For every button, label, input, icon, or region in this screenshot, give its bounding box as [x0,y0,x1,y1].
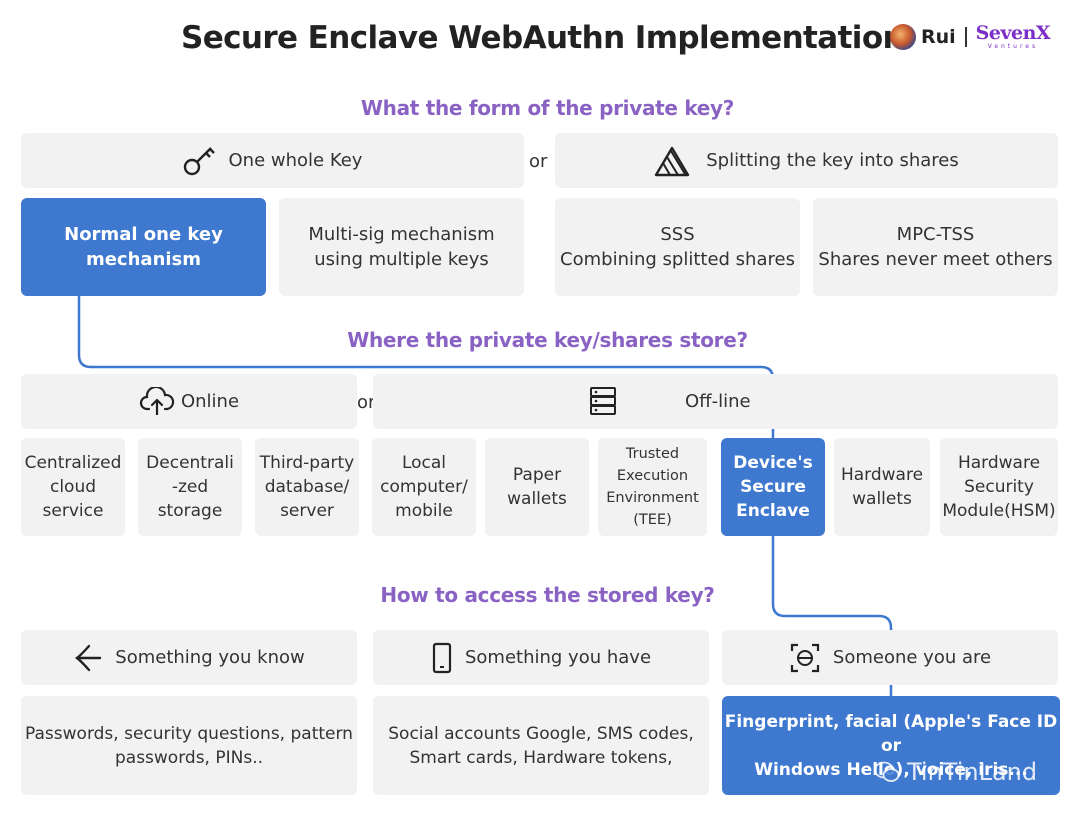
brand-logo: SevenX Ventures [975,22,1051,51]
option-line: Local [401,453,447,473]
brand-logo-subtext: Ventures [987,43,1039,50]
category-label: Splitting the key into shares [706,150,959,171]
option-line: Paper [512,465,562,485]
key-icon [183,145,219,177]
option-line: Multi-sig mechanism [308,224,495,245]
option-tee: Trusted Execution Environment (TEE) [598,438,707,536]
option-line: database/ [264,477,350,497]
category-something-you-have: Something you have [373,630,709,685]
option-normal-one-key: Normal one key mechanism [21,198,266,296]
category-one-whole-key: One whole Key [21,133,524,188]
phone-icon [431,642,453,674]
watermark: TinTinLand [873,758,1037,786]
category-label: Online [180,391,240,412]
option-line: -zed [171,477,209,497]
option-line: mobile [395,501,453,521]
option-line: Secure [740,477,806,497]
option-line: Module(HSM) [942,501,1056,521]
split-triangle-icon [654,145,690,177]
option-knowledge-factors: Passwords, security questions, pattern p… [21,696,357,795]
option-line: Third-party [259,453,355,473]
option-line: Social accounts Google, SMS codes, [388,723,694,744]
option-line: mechanism [85,249,202,270]
option-line: passwords, PINs.. [114,747,264,768]
option-line: Environment [606,490,699,506]
option-line: cloud [49,477,97,497]
server-icon [589,386,617,416]
option-line: Fingerprint, facial (Apple's Face ID or [724,711,1058,756]
cloud-upload-icon [139,386,175,417]
option-line: computer/ [380,477,468,497]
arrow-left-icon [73,643,103,673]
option-line: server [280,501,334,521]
option-line: storage [157,501,223,521]
option-line: (TEE) [633,512,672,528]
option-line: Enclave [736,501,810,521]
option-line: Shares never meet others [818,249,1053,270]
brand-logo-text: SevenX [975,22,1051,44]
option-third-party-database: Third-party database/ server [255,438,359,536]
option-line: SSS [660,224,695,245]
option-multi-sig: Multi-sig mechanism using multiple keys [279,198,524,296]
option-line: Trusted [625,446,680,462]
option-line: wallets [507,489,567,509]
option-line: MPC-TSS [896,224,975,245]
option-paper-wallets: Paper wallets [485,438,589,536]
option-line: Execution [616,468,689,484]
option-line: Combining splitted shares [560,249,795,270]
category-offline: Off-line [373,374,1058,429]
face-scan-icon [789,642,821,674]
category-label: Off-line [685,391,751,412]
option-line: Normal one key [64,224,223,245]
option-device-secure-enclave: Device's Secure Enclave [721,438,825,536]
option-line: using multiple keys [314,249,489,270]
category-label: Someone you are [832,647,992,668]
brand-divider [964,27,967,47]
option-sss: SSS Combining splitted shares [555,198,800,296]
or-separator: or [357,392,376,413]
option-decentralized-storage: Decentrali -zed storage [138,438,242,536]
option-line: Device's [733,453,813,473]
option-hardware-wallets: Hardware wallets [834,438,930,536]
option-line: Security [964,477,1034,497]
category-someone-you-are: Someone you are [722,630,1058,685]
option-line: Hardware [957,453,1041,473]
option-hsm: Hardware Security Module(HSM) [940,438,1058,536]
brand-name: Rui [921,26,956,48]
option-local-computer: Local computer/ mobile [372,438,476,536]
section-question-key-access: How to access the stored key? [380,583,715,607]
category-something-you-know: Something you know [21,630,357,685]
option-line: Passwords, security questions, pattern [25,723,353,744]
option-line: wallets [852,489,912,509]
brand: Rui SevenX Ventures [890,22,1051,51]
option-centralized-cloud: Centralized cloud service [21,438,125,536]
option-possession-factors: Social accounts Google, SMS codes, Smart… [373,696,709,795]
option-line: Centralized [24,453,122,473]
page-title: Secure Enclave WebAuthn Implementation [180,20,905,56]
option-mpc-tss: MPC-TSS Shares never meet others [813,198,1058,296]
category-label: One whole Key [228,150,363,171]
category-splitting-key: Splitting the key into shares [555,133,1058,188]
option-line: service [42,501,104,521]
category-online: Online [21,374,357,429]
watermark-text: TinTinLand [907,758,1038,786]
option-line: Hardware [840,465,924,485]
section-question-key-storage: Where the private key/shares store? [347,328,748,352]
category-label: Something you know [115,647,305,668]
section-question-key-form: What the form of the private key? [360,96,735,120]
avatar [890,24,916,50]
or-separator: or [529,151,548,172]
category-label: Something you have [464,647,652,668]
wechat-icon [873,760,901,784]
option-line: Smart cards, Hardware tokens, [409,747,673,768]
option-line: Decentrali [146,453,234,473]
